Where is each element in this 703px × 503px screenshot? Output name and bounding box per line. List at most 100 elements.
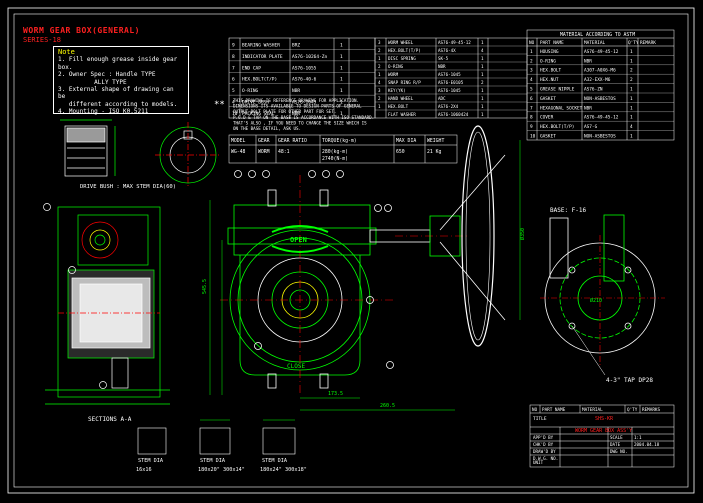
section-label: SECTIONS A-A bbox=[88, 416, 132, 423]
reference-note-line: ON THE BASE DETAIL, ASK US. bbox=[233, 126, 301, 131]
spec-value: 21 Kg bbox=[427, 149, 442, 155]
part-material: AS76-1055 bbox=[292, 65, 317, 71]
part-name: O-RING bbox=[388, 64, 404, 69]
section-view bbox=[43, 203, 170, 405]
part-no: 4 bbox=[232, 100, 235, 106]
spec-value: WORM bbox=[258, 149, 270, 155]
stem-size: 180x24" 300x18" bbox=[260, 467, 307, 473]
title-block bbox=[529, 404, 675, 468]
part-no: 1 bbox=[378, 56, 381, 61]
part-qty: 1 bbox=[481, 112, 484, 117]
part-qty: 1 bbox=[481, 40, 484, 45]
note-line: 2. Owner Spec : Handle TYPE bbox=[58, 71, 156, 79]
part-name: DRIVE BUSH bbox=[242, 100, 269, 106]
reference-note-line: THAT'S ALSO , IF YOU NEED TO CHANGE THE … bbox=[233, 120, 367, 125]
part-material: NON-ASBESTOS bbox=[584, 134, 616, 140]
part-name: GASKET bbox=[540, 96, 556, 102]
part-name: COVER bbox=[540, 115, 554, 121]
part-no: 3 bbox=[378, 88, 381, 93]
spec-value: 280(kg-m) bbox=[322, 149, 348, 155]
part-material: ADC bbox=[438, 96, 446, 101]
stem-details bbox=[137, 419, 296, 455]
note-line: different according to models. bbox=[58, 100, 178, 108]
stem-label: STEM DIA bbox=[200, 458, 226, 464]
material-table-header: Q'TY bbox=[628, 40, 639, 46]
reference-note: ** THIS DRAWING IS REFERENCE DRAWING FOR… bbox=[214, 98, 374, 131]
part-material: AS76-1045 bbox=[438, 72, 461, 77]
part-material: AS76-ZN bbox=[584, 87, 603, 93]
part-qty: 1 bbox=[481, 56, 484, 61]
part-material: A307-A0X6-M6 bbox=[584, 68, 616, 74]
part-qty: 1 bbox=[630, 49, 633, 55]
close-label: CLOSE bbox=[287, 363, 305, 370]
drawing-title: WORM GEAR BOX(GENERAL) bbox=[23, 26, 140, 35]
part-name: GREASE NIPPLE bbox=[540, 87, 575, 93]
part-material: NBR bbox=[584, 58, 592, 64]
part-material: NBR bbox=[292, 88, 300, 94]
title-block-row-label: CHK'D BY bbox=[533, 442, 554, 447]
part-no: 7 bbox=[232, 65, 235, 71]
reference-note-line: OUTPUT BOLT PLATE FOR OTHER PART FOR SET… bbox=[233, 109, 336, 114]
material-table-title: MATERIAL ACCORDING TO ASTM bbox=[560, 32, 635, 38]
part-qty: 1 bbox=[630, 105, 633, 111]
spec-header: TORQUE(kg-m) bbox=[322, 138, 357, 144]
spec-value: WG-48 bbox=[231, 149, 246, 155]
part-name: O-RING bbox=[540, 58, 556, 64]
spec-value: 650 bbox=[396, 149, 405, 155]
part-material: AS76-49-45-12 bbox=[584, 115, 619, 121]
spec-header: GEAR RATIO bbox=[278, 138, 307, 144]
dim-width-a: 173.5 bbox=[328, 391, 343, 397]
inner-frame bbox=[13, 13, 689, 488]
open-label: OPEN bbox=[290, 236, 307, 244]
reference-note-line: DIMENSIONS ITS AVAILABLE TO DESIGN PARTS… bbox=[233, 104, 362, 109]
title-block-row-label: APP'D BY bbox=[533, 435, 554, 440]
title-block-row-label: DRAW'D BY bbox=[533, 449, 556, 454]
part-name: FLAT WASHER bbox=[388, 112, 416, 117]
material-table-header: PART NAME bbox=[540, 40, 564, 46]
part-material: AS76-40-6 bbox=[292, 77, 317, 83]
title-block-header: Q'TY bbox=[627, 407, 638, 413]
title-block-header: REMARKS bbox=[642, 407, 661, 413]
stem-size: 180x20" 300x14" bbox=[198, 467, 245, 473]
title-block-row-key: DWG NO. bbox=[610, 449, 628, 454]
part-name: HEXAGONAL SOCKET bbox=[540, 105, 583, 111]
part-material: AS76-49-45-12 bbox=[438, 40, 471, 45]
part-no: 2 bbox=[378, 96, 381, 101]
part-name: INDICATOR PLATE bbox=[242, 54, 283, 60]
part-material: NBR bbox=[438, 64, 446, 69]
part-material: AS76-1060424 bbox=[438, 112, 469, 117]
part-qty: 1 bbox=[340, 65, 343, 71]
material-table-header: MATERIAL bbox=[584, 40, 606, 46]
title-block-row-key: DATE bbox=[610, 442, 621, 447]
notes-box: Note 1. Fill enough grease inside gear b… bbox=[53, 46, 189, 115]
part-name: DISC SPRING bbox=[388, 56, 416, 61]
part-qty: 2 bbox=[481, 80, 484, 85]
part-material: AS76-49-45-12 bbox=[584, 49, 619, 55]
title-block-row-value: 1:1 bbox=[634, 435, 642, 440]
stem-size: 16x16 bbox=[136, 467, 152, 473]
part-qty: 1 bbox=[630, 134, 633, 140]
part-material: SK-5 bbox=[438, 56, 449, 61]
dim-handwheel: Ø350 bbox=[519, 228, 526, 240]
title-block-row-key: SCALE bbox=[610, 435, 623, 440]
tap-label: 4-3" TAP DP28 bbox=[606, 377, 653, 384]
part-material: AS76-E0105 bbox=[438, 80, 464, 85]
part-name: HEX.BOLT bbox=[540, 68, 562, 74]
part-material: AS7-G bbox=[584, 124, 598, 130]
material-table-header: REMARK bbox=[640, 40, 656, 46]
part-name: HEX.BOLT(T/P) bbox=[388, 48, 421, 53]
spec-value: 48:1 bbox=[278, 149, 290, 155]
title-block-row-label: D.W.G. NO. bbox=[533, 456, 558, 461]
part-name: END CAP bbox=[242, 65, 261, 71]
part-qty: 1 bbox=[340, 54, 343, 60]
material-table-header: NO bbox=[529, 40, 535, 46]
part-name: SNAP RING R/P bbox=[388, 80, 421, 85]
part-name: WORM WHEEL bbox=[388, 40, 414, 45]
spec-table bbox=[228, 134, 458, 164]
title-block-label: TITLE bbox=[533, 416, 547, 422]
asterisk-mark: ** bbox=[214, 100, 225, 110]
part-no: 9 bbox=[232, 42, 235, 48]
title-block-row-value: 2004.04.18 bbox=[634, 442, 660, 447]
part-qty: 1 bbox=[481, 104, 484, 109]
